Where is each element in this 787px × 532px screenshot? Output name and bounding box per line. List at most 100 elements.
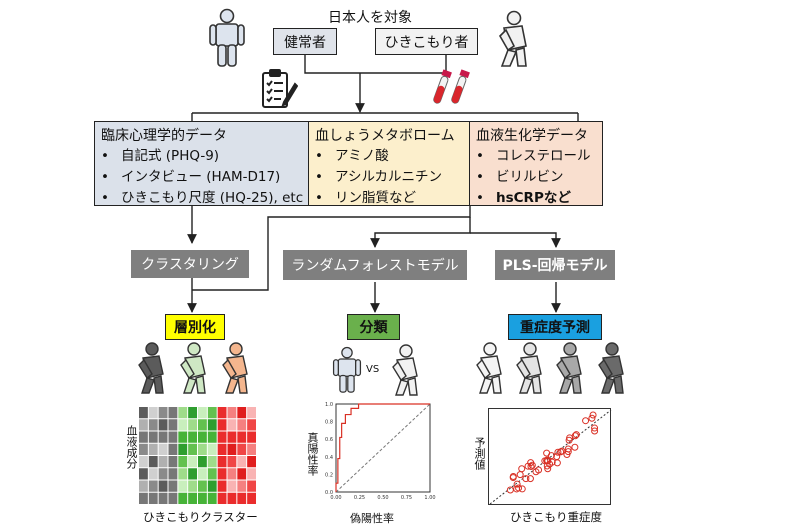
metabolome-item: リン脂質など [315,188,469,209]
heatmap-cell [188,443,197,455]
scatter-point [526,475,534,483]
heatmap-cell [178,419,188,431]
scatter-point [544,457,552,465]
heatmap-cell [188,407,197,419]
heatmap-cell [198,492,207,504]
heatmap-cell [247,468,256,480]
scatter-point [543,449,551,457]
heatmap-cell [178,480,188,492]
heatmap-cell [217,431,227,443]
heatmap-cell [158,480,168,492]
heatmap-cell [139,492,148,504]
biochem-item: ビリルビン [476,167,602,188]
heatmap-cell [178,456,188,468]
heatmap-cell [139,407,148,419]
scatter-chart [488,408,612,505]
heatmap-cell [207,492,217,504]
roc-y-tick: 0.4 [325,455,333,461]
heatmap-cell [168,468,178,480]
scatter-point [527,463,535,471]
heatmap-cell [207,431,217,443]
heatmap-xlabel: ひきこもりクラスター [143,510,258,524]
scatter-ylabel: 予測値 [473,437,486,470]
hikikomori-person-icon [222,342,248,394]
heatmap-cell [148,407,158,419]
heatmap-cell [188,419,197,431]
heatmap-cell [247,443,256,455]
scatter-point [589,411,597,419]
clinical-item: ひきこもり尺度 (HQ-25), etc [101,188,308,209]
scatter-point [532,468,540,476]
heatmap-cell [148,480,158,492]
heatmap-cell [168,431,178,443]
scatter-point [572,431,580,439]
scatter-point [588,414,596,422]
heatmap-cell [247,480,256,492]
heatmap-cell [188,431,197,443]
heatmap-cell [148,419,158,431]
random-forest-box: ランダムフォレストモデル [283,250,467,280]
heatmap-cell [139,443,148,455]
scatter-plot-area [488,408,611,505]
scatter-diagonal [489,409,612,505]
heatmap-cell [178,407,188,419]
roc-y-tick: 0.6 [325,437,333,443]
group-hikikomori-box: ひきこもり者 [375,28,478,55]
roc-diagonal [335,403,431,493]
heatmap-cell [227,431,237,443]
biochem-panel-title: 血液生化学データ [476,128,588,144]
person-icon [209,8,245,67]
heatmap-cell [158,492,168,504]
heatmap-cell [217,443,227,455]
heatmap-cell [237,492,247,504]
scatter-point [544,465,552,473]
heatmap-cell [207,419,217,431]
scatter-point [553,459,561,467]
scatter-point [558,447,566,455]
heatmap-cell [217,480,227,492]
scatter-point [571,443,579,451]
roc-y-tick: 0.0 [325,490,333,496]
scatter-point [557,448,565,456]
biochem-panel: 血液生化学データ コレステロール ビリルビン hsCRPなど [469,121,603,206]
heatmap-cell [198,419,207,431]
heatmap-cell [148,443,158,455]
roc-ylabel: 真陽性率 [306,432,319,476]
clipboard-icon [262,69,298,108]
heatmap-cell [237,480,247,492]
heatmap-cell [178,492,188,504]
classification-tag: 分類 [347,314,400,340]
heatmap-cell [198,407,207,419]
heatmap-cell [168,480,178,492]
scatter-point [564,445,572,453]
heatmap-cell [139,468,148,480]
hikikomori-person-icon [180,342,206,394]
heatmap-cell [188,492,197,504]
scatter-point [566,434,574,442]
hikikomori-person-icon [499,10,527,67]
heatmap-cell [207,407,217,419]
metabolome-panel-title: 血しょうメタボローム [315,128,455,144]
heatmap-cell [158,468,168,480]
clinical-item: 自記式 (PHQ-9) [101,146,308,167]
heatmap-cell [188,468,197,480]
heatmap-cell [217,492,227,504]
heatmap-cell [198,431,207,443]
heatmap-cell [148,468,158,480]
heatmap-cell [227,480,237,492]
heatmap-ylabel: 血液成分 [125,425,138,469]
heatmap-cell [217,468,227,480]
heatmap-cell [168,443,178,455]
heatmap-cell [237,456,247,468]
roc-x-tick: 0.00 [330,495,341,501]
pls-box: PLS-回帰モデル [495,250,615,280]
clinical-data-panel: 臨床心理学的データ 自記式 (PHQ-9) インタビュー (HAM-D17) ひ… [94,121,309,206]
heatmap-cell [247,456,256,468]
hikikomori-person-icon [516,342,542,394]
scatter-point [522,475,530,483]
heatmap-cell [207,456,217,468]
scatter-xlabel: ひきこもり重症度 [510,510,602,524]
heatmap-cell [217,456,227,468]
